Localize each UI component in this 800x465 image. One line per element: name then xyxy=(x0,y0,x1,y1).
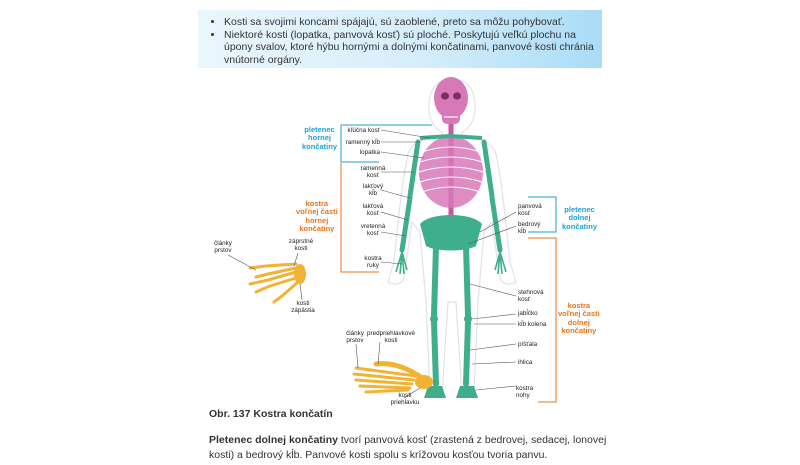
label-ihlica: ihlica xyxy=(518,359,533,366)
kneecap xyxy=(464,315,472,323)
label-kostra-ruky: kostra ruky xyxy=(364,255,382,270)
humerus xyxy=(481,139,495,199)
bullet-item: Niektoré kosti (lopatka, panvová kosť) s… xyxy=(224,29,594,67)
label-free-upper: kostra voľnej časti hornej končatiny xyxy=(296,199,338,234)
skeleton-illustration xyxy=(227,77,557,403)
clavicle xyxy=(419,133,483,140)
label-bedrovy-klb: bedrový kĺb xyxy=(518,221,541,236)
label-vretenna-kost: vretenná kosť xyxy=(360,223,386,238)
forearm xyxy=(399,195,413,253)
forearm xyxy=(489,195,503,253)
figure-caption: Obr. 137 Kostra končatín xyxy=(209,408,333,420)
label-foot-priehlavku: kosti priehlavku xyxy=(390,392,420,407)
label-upper-girdle: pletenec hornej končatiny xyxy=(302,125,338,151)
label-ramenna-kost: ramenná kosť xyxy=(360,165,386,180)
bullet-item: Kosti sa svojimi koncami spájajú, sú zao… xyxy=(224,16,594,29)
skeleton-figure: pletenec hornej končatiny kostra voľnej … xyxy=(198,72,602,407)
label-lopatka: lopatka xyxy=(359,149,380,156)
label-laktova-kost: lakťová kosť xyxy=(362,203,384,218)
tibia xyxy=(463,319,471,387)
label-lower-girdle: pletenec dolnej končatiny xyxy=(562,205,598,231)
pelvis xyxy=(420,215,482,251)
label-free-lower: kostra voľnej časti dolnej končatiny xyxy=(558,301,600,336)
label-panvova-kost: panvová kosť xyxy=(518,203,542,218)
hand-inset xyxy=(248,262,306,304)
jaw xyxy=(442,112,460,124)
ribcage xyxy=(419,136,483,208)
foot xyxy=(424,386,446,398)
skull xyxy=(434,77,468,119)
tibia xyxy=(431,319,439,387)
label-hand-clanky: články prstov xyxy=(214,240,232,255)
label-laktovy-klb: lakťový kĺb xyxy=(362,183,384,198)
body-paragraph: Pletenec dolnej končatiny tvorí panvová … xyxy=(209,433,609,463)
kneecap xyxy=(430,315,438,323)
label-foot-predpriehlavkove: predpriehlavkové kosti xyxy=(367,330,415,345)
label-hand-zaprstne: záprstné kosti xyxy=(288,238,314,253)
bullet-list: Kosti sa svojimi koncami spájajú, sú zao… xyxy=(198,10,602,66)
label-stehnova-kost: stehnová kosť xyxy=(518,289,544,304)
label-ramenny-klb: ramenný kĺb xyxy=(345,139,380,146)
info-box: Kosti sa svojimi koncami spájajú, sú zao… xyxy=(198,10,602,68)
label-klb-kolena: kĺb kolena xyxy=(518,321,547,328)
label-pistala: píšťala xyxy=(518,341,538,348)
label-kostra-nohy: kostra nohy xyxy=(516,385,534,400)
label-hand-zapastia: kosti zápästia xyxy=(291,300,315,315)
paragraph-bold: Pletenec dolnej končatiny xyxy=(209,434,338,446)
label-klucna-kost: kľúčna kosť xyxy=(347,127,380,134)
paragraph-text: tvorí panvová kosť (zrastená z bedrovej,… xyxy=(209,434,607,461)
femur xyxy=(431,243,439,319)
femur xyxy=(463,243,471,319)
humerus xyxy=(407,139,421,199)
label-jablcko: jabĺčko xyxy=(518,310,538,317)
foot xyxy=(456,386,478,398)
foot-inset xyxy=(352,361,433,394)
label-foot-clanky: články prstov xyxy=(346,330,364,345)
